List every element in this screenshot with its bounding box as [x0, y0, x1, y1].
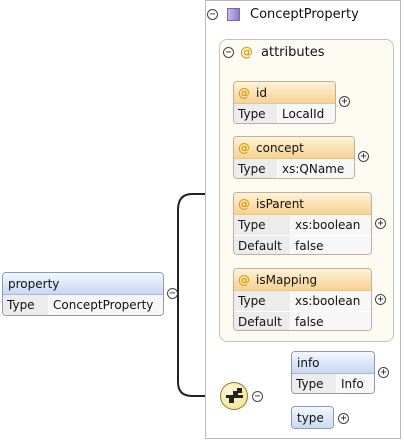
attribute-row-value: false: [290, 312, 371, 330]
attribute-row-key: Type: [234, 291, 290, 311]
attributes-group-header: − @ attributes: [223, 45, 324, 60]
attribute-name: concept: [256, 140, 304, 155]
element-name: info: [297, 355, 320, 370]
element-type[interactable]: type: [291, 406, 334, 429]
root-element-type-value: ConceptProperty: [48, 295, 163, 315]
sequence-collapse-toggle-icon[interactable]: −: [252, 391, 263, 402]
attribute-at-icon: @: [238, 85, 250, 100]
attribute-row-value: xs:QName: [277, 159, 354, 178]
attribute-row-key: Type: [234, 159, 277, 178]
attribute-row-value: LocalId: [277, 104, 335, 123]
root-element-property[interactable]: property Type ConceptProperty: [2, 272, 164, 316]
attributes-group-title: attributes: [261, 45, 325, 60]
element-type-key: Type: [292, 374, 336, 393]
root-element-name: property: [8, 276, 60, 291]
root-collapse-toggle-icon[interactable]: −: [167, 288, 178, 299]
expand-plus-icon[interactable]: +: [378, 367, 389, 378]
attribute-row-key: Type: [234, 104, 277, 123]
root-element-type-key: Type: [3, 295, 48, 315]
complex-type-collapse-toggle-icon[interactable]: −: [207, 8, 218, 20]
connector-to-complex-type: [177, 193, 219, 293]
attribute-name: isMapping: [256, 272, 318, 287]
attribute-name: id: [256, 85, 267, 100]
attribute-row-key: Default: [234, 236, 290, 254]
sequence-compositor-icon[interactable]: [220, 382, 248, 410]
expand-plus-icon[interactable]: +: [339, 96, 350, 107]
element-type-value: Info: [336, 374, 374, 393]
expand-plus-icon[interactable]: +: [358, 151, 369, 162]
attribute-row-value: xs:boolean: [290, 291, 371, 311]
attribute-row-key: Default: [234, 312, 290, 330]
attribute-row-key: Type: [234, 215, 290, 235]
complex-type-header: − ConceptProperty: [207, 4, 377, 24]
element-name: type: [297, 411, 324, 425]
attribute-ismapping[interactable]: @ isMapping Type xs:boolean Default false: [233, 268, 372, 331]
attribute-name: isParent: [256, 196, 304, 211]
attribute-row-value: false: [290, 236, 371, 254]
expand-plus-icon[interactable]: +: [375, 218, 386, 229]
complex-type-icon: [227, 7, 240, 21]
element-info[interactable]: info Type Info: [291, 351, 375, 394]
attribute-isparent[interactable]: @ isParent Type xs:boolean Default false: [233, 192, 372, 255]
expand-plus-icon[interactable]: +: [375, 294, 386, 305]
attribute-row-value: xs:boolean: [290, 215, 371, 235]
attribute-at-icon: @: [240, 45, 253, 60]
attribute-id[interactable]: @ id Type LocalId: [233, 81, 336, 124]
connector-to-sequence: [177, 293, 220, 397]
attribute-at-icon: @: [238, 196, 250, 211]
attributes-collapse-toggle-icon[interactable]: −: [223, 47, 234, 58]
attribute-at-icon: @: [238, 272, 250, 287]
expand-plus-icon[interactable]: +: [338, 413, 349, 424]
complex-type-name: ConceptProperty: [250, 6, 359, 22]
attribute-at-icon: @: [238, 140, 250, 155]
attribute-concept[interactable]: @ concept Type xs:QName: [233, 136, 355, 179]
